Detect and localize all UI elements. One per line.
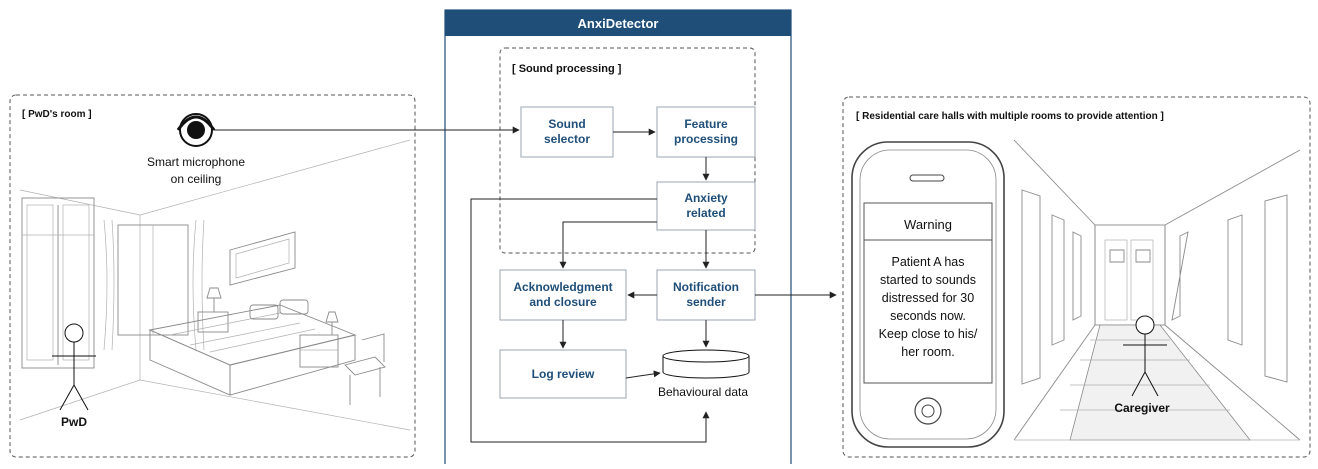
flow-arrows (470, 128, 710, 443)
phone-message-line: Patient A has (892, 255, 965, 269)
phone-message: Patient A has started to sounds distress… (879, 255, 978, 359)
node-text: Acknowledgment (513, 280, 612, 294)
node-text: Log review (532, 367, 595, 381)
node-anxiety-related: Anxiety related (656, 181, 756, 231)
phone-message-line: her room. (901, 345, 955, 359)
care-halls-panel: [ Residential care halls with multiple r… (842, 96, 1311, 458)
node-feature-processing: Feature processing (656, 106, 756, 158)
phone-message-line: started to sounds (880, 273, 976, 287)
microphone-label-line2: on ceiling (171, 172, 222, 186)
node-acknowledgment-closure: Acknowledgment and closure (499, 269, 627, 321)
phone-message-line: Keep close to his/ (879, 327, 978, 341)
caregiver-label: Caregiver (1114, 401, 1170, 415)
caregiver-stick-figure-icon (1123, 315, 1167, 397)
node-notification-sender: Notification sender (656, 269, 756, 321)
phone-message-line: distressed for 30 (882, 291, 974, 305)
pwd-label: PwD (61, 415, 87, 429)
node-text: and closure (529, 295, 597, 309)
pwd-room-panel: [ PwD's room ] (9, 94, 416, 458)
behavioural-data-label: Behavioural data (658, 385, 748, 399)
node-text: Notification (673, 280, 739, 294)
anxidetector-header (445, 10, 791, 36)
pwd-stick-figure-icon (52, 323, 96, 411)
app-title: AnxiDetector (578, 16, 659, 31)
corridor-illustration (1013, 139, 1301, 441)
care-halls-label: [ Residential care halls with multiple r… (856, 111, 1164, 122)
node-text: processing (674, 132, 738, 146)
node-text: Feature (684, 117, 728, 131)
microphone-label-line1: Smart microphone (147, 155, 245, 169)
phone-message-line: seconds now. (890, 309, 966, 323)
anxidetector-panel: AnxiDetector [ Sound processing ] Sound … (444, 9, 792, 469)
node-log-review: Log review (499, 349, 627, 399)
node-sound-selector: Sound selector (520, 106, 614, 158)
node-text: Anxiety (684, 191, 728, 205)
phone-warning-header: Warning (904, 217, 952, 232)
node-text: sender (686, 295, 726, 309)
microphone-icon (176, 113, 216, 147)
sound-processing-label: [ Sound processing ] (512, 63, 622, 75)
smartphone-icon (851, 141, 1005, 448)
node-text: Sound (548, 117, 585, 131)
node-text: selector (544, 132, 590, 146)
behavioural-data-store-icon (662, 349, 750, 379)
pwd-room-label: [ PwD's room ] (22, 109, 92, 120)
node-text: related (686, 206, 725, 220)
bedroom-illustration (19, 139, 411, 431)
